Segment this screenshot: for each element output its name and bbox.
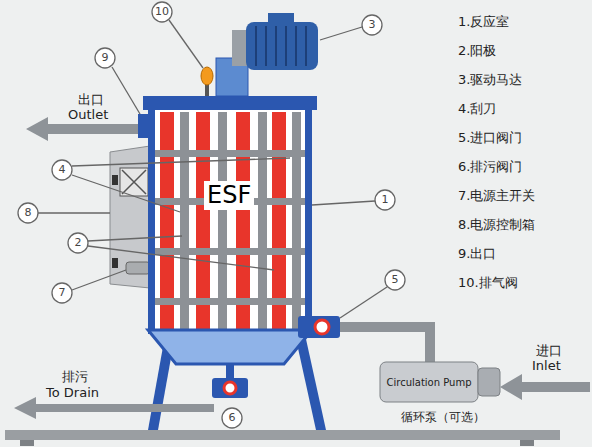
callout-circle bbox=[362, 15, 382, 35]
pump-head bbox=[478, 368, 500, 396]
callout-number: 10 bbox=[152, 5, 172, 18]
callout-number: 9 bbox=[95, 51, 115, 64]
leader-line bbox=[320, 27, 362, 40]
scraper bbox=[180, 112, 189, 330]
inlet-label: Inlet bbox=[532, 358, 561, 374]
leader-lines bbox=[38, 20, 387, 318]
drain-arrow bbox=[14, 397, 214, 419]
callout-number: 7 bbox=[52, 286, 72, 299]
outlet-label: 出口 bbox=[78, 92, 104, 108]
leader-line bbox=[169, 20, 203, 68]
legend-key-item: 1.反应室 bbox=[458, 14, 509, 30]
scraper-ring bbox=[152, 248, 308, 255]
device-name: ESF bbox=[204, 181, 254, 210]
motor-fins bbox=[256, 26, 306, 66]
main-switch bbox=[126, 262, 150, 274]
anode bbox=[196, 112, 210, 330]
circulation-pump bbox=[380, 362, 478, 402]
control-knob bbox=[112, 258, 118, 268]
callout-circle bbox=[152, 2, 172, 22]
leader-line bbox=[340, 287, 387, 318]
callout-circles bbox=[18, 2, 405, 428]
valve-mark bbox=[315, 320, 329, 334]
rail-foot bbox=[20, 440, 34, 446]
legend-key-item: 7.电源主开关 bbox=[458, 188, 535, 204]
control-window bbox=[120, 168, 148, 196]
control-knob bbox=[112, 175, 118, 185]
leader-line bbox=[112, 67, 140, 114]
control-box bbox=[110, 146, 150, 288]
scraper-ring bbox=[152, 150, 308, 157]
callout-number: 5 bbox=[385, 273, 405, 286]
leader-line bbox=[72, 270, 126, 290]
scraper bbox=[258, 112, 267, 330]
callout-circle bbox=[222, 408, 242, 428]
rail-foot bbox=[520, 440, 534, 446]
leader-line bbox=[38, 212, 110, 213]
inlet-label: 进口 bbox=[536, 343, 562, 359]
legend-key-item: 4.刮刀 bbox=[458, 101, 496, 117]
leader-line bbox=[72, 158, 290, 166]
vessel-bottom bbox=[148, 330, 312, 364]
legend-key-item: 6.排污阀门 bbox=[458, 159, 522, 175]
exhaust-valve bbox=[201, 67, 213, 85]
drain-valve bbox=[212, 378, 248, 398]
drain-label: To Drain bbox=[46, 385, 99, 401]
callout-number: 2 bbox=[68, 236, 88, 249]
legend-key-item: 5.进口阀门 bbox=[458, 130, 522, 146]
callout-circle bbox=[18, 203, 38, 223]
callout-circle bbox=[68, 233, 88, 253]
top-flange bbox=[143, 96, 317, 110]
leader-line bbox=[312, 201, 375, 205]
drain-label: 排污 bbox=[62, 369, 88, 385]
legend-key-item: 8.电源控制箱 bbox=[458, 217, 535, 233]
callout-number: 8 bbox=[18, 206, 38, 219]
outlet-label: Outlet bbox=[68, 107, 108, 123]
base-rail bbox=[5, 430, 560, 440]
scraper bbox=[292, 112, 301, 330]
scraper-ring bbox=[152, 298, 308, 305]
drain-pipe bbox=[226, 364, 234, 378]
drive-motor bbox=[246, 22, 318, 70]
legend-key-item: 2.阳极 bbox=[458, 43, 496, 59]
callout-circle bbox=[52, 283, 72, 303]
motor-terminal bbox=[268, 13, 294, 23]
callout-circle bbox=[385, 270, 405, 290]
legend-key-item: 10.排气阀 bbox=[458, 275, 518, 291]
vessel-wall bbox=[305, 108, 312, 334]
inlet-valve bbox=[298, 316, 340, 338]
callout-number: 4 bbox=[52, 163, 72, 176]
anode bbox=[272, 112, 286, 330]
inlet-arrow bbox=[500, 374, 590, 400]
pump-label: Circulation Pump bbox=[382, 377, 476, 389]
pump-note: 循环泵（可选） bbox=[398, 410, 488, 424]
leader-line bbox=[72, 175, 180, 212]
legend-key-item: 9.出口 bbox=[458, 246, 496, 262]
vessel-wall bbox=[148, 108, 155, 334]
anode bbox=[160, 112, 174, 330]
callout-circle bbox=[375, 190, 395, 210]
inlet-pipe bbox=[340, 327, 430, 362]
reaction-chamber bbox=[150, 110, 310, 332]
callout-circle bbox=[95, 48, 115, 68]
anode bbox=[236, 112, 250, 330]
callout-circle bbox=[52, 160, 72, 180]
control-window-mark bbox=[122, 170, 146, 194]
motor-end-cap bbox=[232, 30, 248, 66]
leader-line bbox=[88, 236, 182, 241]
callout-number: 6 bbox=[222, 411, 242, 424]
scraper bbox=[218, 112, 227, 330]
legend-key-item: 3.驱动马达 bbox=[458, 72, 522, 88]
valve-mark bbox=[224, 382, 236, 394]
callout-number: 3 bbox=[362, 18, 382, 31]
leader-line bbox=[88, 246, 274, 270]
callout-number: 1 bbox=[375, 193, 395, 206]
